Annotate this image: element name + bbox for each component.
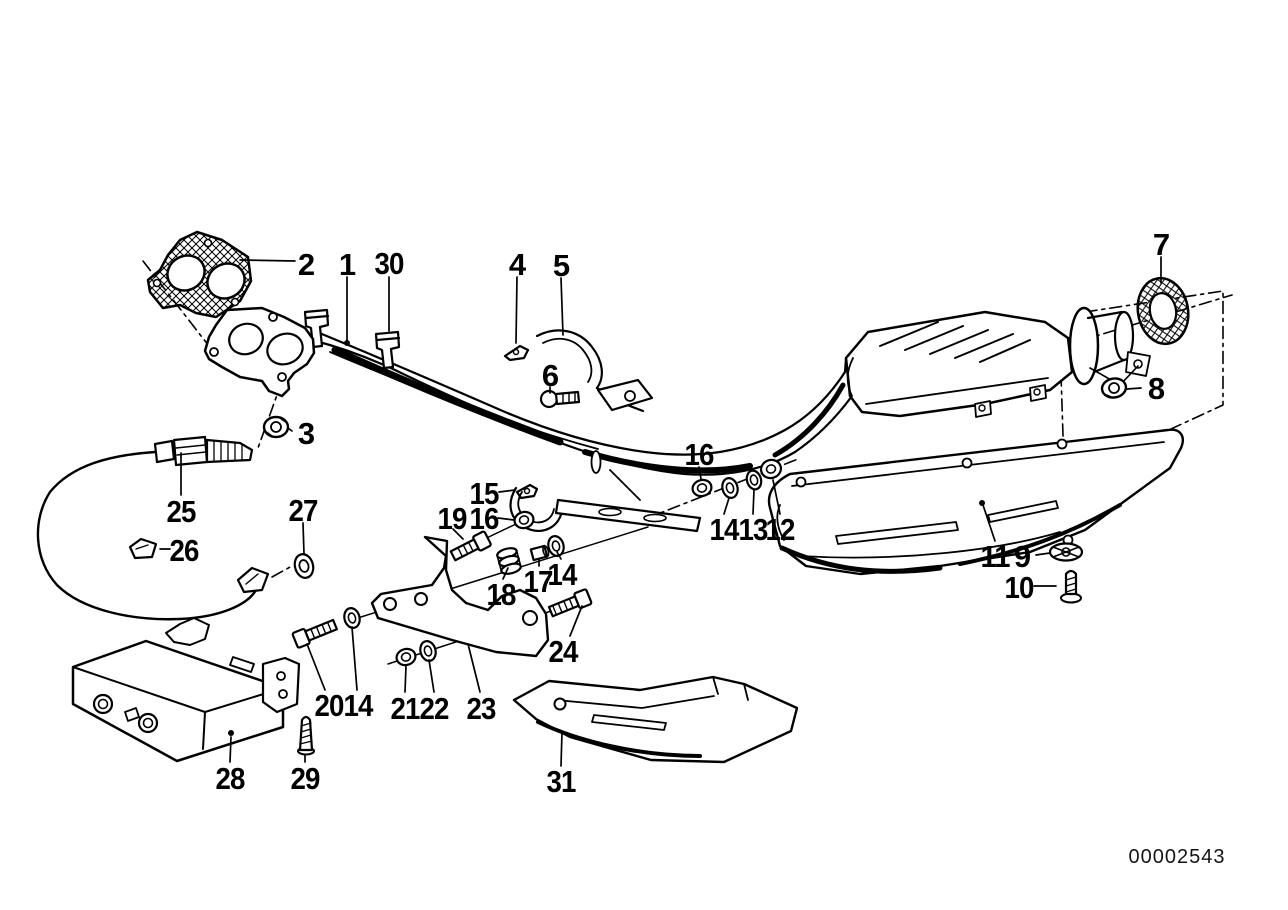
nut-part-16-left bbox=[513, 510, 535, 530]
callout-part-9-24: 9 bbox=[1014, 539, 1031, 574]
callout-part-21-28: 21 bbox=[391, 691, 421, 726]
callout-part-28-31: 28 bbox=[216, 761, 246, 796]
callout-part-20-26: 20 bbox=[315, 688, 344, 723]
callout-part-24-22: 24 bbox=[549, 634, 580, 669]
callout-part-14-16: 14 bbox=[710, 512, 741, 547]
ring-gasket-part-7 bbox=[1136, 276, 1190, 346]
callout-part-5-4: 5 bbox=[553, 248, 570, 283]
callout-part-15-12: 15 bbox=[470, 476, 500, 511]
diagram-id-number: 00002543 bbox=[1129, 846, 1226, 868]
heat-shield-part-31 bbox=[512, 675, 799, 764]
oxygen-sensor-part-25 bbox=[36, 435, 258, 621]
mounting-plate bbox=[261, 656, 301, 714]
bolt-part-19 bbox=[449, 530, 492, 562]
callout-part-29-32: 29 bbox=[291, 761, 321, 796]
callout-part-8-7: 8 bbox=[1148, 371, 1165, 406]
bracket-part-23 bbox=[370, 535, 550, 658]
heat-shield-part-11 bbox=[767, 428, 1184, 576]
callout-part-13-17: 13 bbox=[739, 512, 769, 547]
callout-part-2-0: 2 bbox=[298, 247, 314, 282]
callout-part-10-25: 10 bbox=[1005, 570, 1034, 605]
nut-part-21 bbox=[395, 647, 417, 667]
catalytic-converter bbox=[844, 306, 1151, 418]
washer-part-27 bbox=[293, 553, 315, 579]
callout-part-27-11: 27 bbox=[289, 493, 318, 528]
exhaust-gasket-part-2 bbox=[146, 230, 253, 319]
callout-part-12-18: 12 bbox=[766, 512, 795, 547]
washer-part-13 bbox=[745, 469, 763, 491]
callout-part-16-14: 16 bbox=[470, 501, 500, 536]
speed-nut-part-9 bbox=[1048, 542, 1084, 562]
cable-plug bbox=[236, 566, 270, 594]
washer-part-14-right bbox=[721, 477, 739, 499]
sleeve-part-17 bbox=[529, 544, 550, 562]
washer-part-14-bottom bbox=[343, 607, 361, 629]
callout-part-7-6: 7 bbox=[1153, 227, 1169, 262]
nut-part-3 bbox=[262, 415, 290, 439]
screw-part-29 bbox=[297, 715, 315, 756]
callout-part-19-13: 19 bbox=[438, 501, 468, 536]
control-unit-part-28 bbox=[71, 617, 285, 763]
callout-part-30-2: 30 bbox=[375, 246, 404, 281]
washer-part-22 bbox=[419, 640, 437, 662]
callout-part-26-10: 26 bbox=[170, 533, 200, 568]
callout-part-14-21: 14 bbox=[548, 557, 579, 592]
callout-part-22-29: 22 bbox=[420, 691, 449, 726]
bolt-part-6 bbox=[539, 389, 581, 409]
front-pipe-flange bbox=[203, 306, 316, 398]
callout-part-6-5: 6 bbox=[542, 358, 559, 393]
leader-lines bbox=[159, 256, 1162, 767]
callout-part-1-1: 1 bbox=[339, 247, 356, 282]
callout-part-16-15: 16 bbox=[685, 437, 715, 472]
callout-part-18-19: 18 bbox=[487, 577, 517, 612]
bolt-part-30 bbox=[374, 330, 401, 370]
holder-clip-part-4 bbox=[503, 344, 530, 362]
callout-part-25-9: 25 bbox=[167, 494, 197, 529]
clamp-bracket-part-5 bbox=[535, 329, 654, 413]
callout-part-3-8: 3 bbox=[298, 416, 315, 451]
callout-part-14-27: 14 bbox=[344, 688, 375, 723]
callout-part-17-20: 17 bbox=[524, 564, 553, 599]
screw-part-10 bbox=[1060, 569, 1082, 604]
front-exhaust-pipe bbox=[310, 330, 854, 476]
clip-part-26 bbox=[128, 537, 158, 560]
callout-part-31-33: 31 bbox=[547, 764, 577, 799]
flange-stud-bolt bbox=[303, 308, 330, 349]
nut-part-12 bbox=[759, 458, 783, 480]
callout-part-4-3: 4 bbox=[509, 247, 527, 282]
callout-part-11-23: 11 bbox=[981, 539, 1011, 574]
slotted-support-arm bbox=[554, 469, 702, 533]
nut-part-16-right bbox=[691, 478, 713, 498]
nut-part-8 bbox=[1100, 377, 1128, 399]
bushing-part-18 bbox=[496, 547, 522, 575]
bolt-part-24 bbox=[547, 588, 593, 618]
bolt-part-20 bbox=[291, 618, 338, 649]
callout-part-23-30: 23 bbox=[467, 691, 497, 726]
